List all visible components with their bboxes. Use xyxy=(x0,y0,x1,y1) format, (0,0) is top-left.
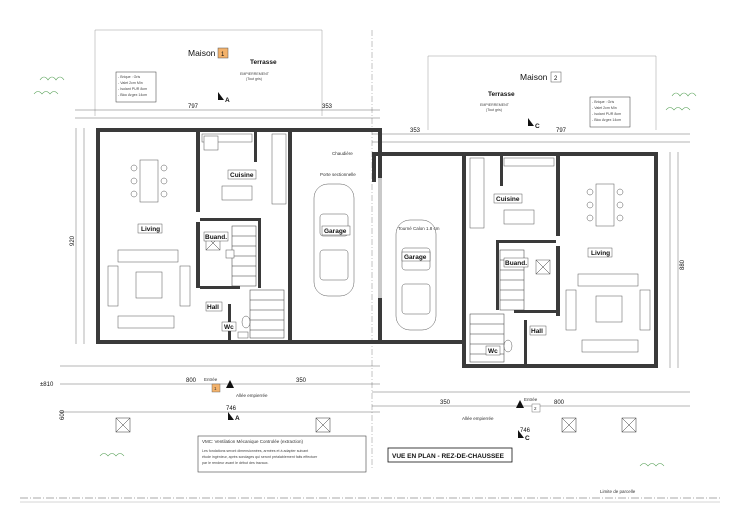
entrance-2-label: Entrée xyxy=(524,397,538,402)
house-2-spec-3: - Isolant PUR 8cm xyxy=(592,112,621,116)
house-2-number-box xyxy=(550,71,562,83)
parcel-limit: Limite de parcelle xyxy=(20,489,720,503)
entrance-1-label: Entrée xyxy=(204,377,218,382)
house-1-name: Maison xyxy=(188,48,216,58)
arrow-up-icon xyxy=(516,400,524,408)
hedge-plantings xyxy=(33,76,697,467)
house-2-name: Maison xyxy=(520,72,548,82)
entrance-2: Entrée 2 xyxy=(516,397,541,413)
terrace-house-2: Maison 2 Terrasse EMPIERREMENT (Tout gri… xyxy=(427,55,657,130)
dim-h1-depth: 920 xyxy=(70,235,76,246)
house-2-spec-2: - Valet 2cm Min xyxy=(592,106,617,110)
terrace-house-1: Maison 1 Terrasse EMPIERREMENT (Tout gri… xyxy=(94,29,323,116)
dim-h2-top-left: 353 xyxy=(410,128,421,134)
house-1-room-hall: Hall xyxy=(207,304,219,311)
arrow-up-icon xyxy=(226,380,234,388)
house-2-garage-note: Tourné Calon 1.8 cm xyxy=(398,226,440,231)
dim-total-746-b: 746 xyxy=(520,428,531,434)
entrance-2-number: 2 xyxy=(534,406,537,411)
house-2-room-garage: Garage xyxy=(404,254,427,261)
house-2-terrace-label: Terrasse xyxy=(488,91,515,98)
house-2-room-cuisine: Cuisine xyxy=(496,196,520,203)
house-2-room-buanderie: Buand. xyxy=(505,260,527,267)
house-1-number-box xyxy=(217,47,229,59)
dim-bottom-c: 350 xyxy=(440,400,451,406)
house-2-spec-1: - Brique : Gris xyxy=(592,100,614,104)
house-1-terrace-note-2: (Tout gris) xyxy=(246,77,262,81)
car-icon-house-1 xyxy=(313,183,355,297)
dim-h1-top-right: 353 xyxy=(322,104,333,110)
house-1-plan: Porte sectionnelle Chaudière Living Cuis… xyxy=(70,128,382,344)
dim-h2-depth: 880 xyxy=(680,259,686,270)
house-1-spec-3: - Isolant PUR 8cm xyxy=(118,87,147,91)
drawing-title: VUE EN PLAN - REZ-DE-CHAUSSEE xyxy=(392,453,505,460)
foundation-note-1: Les fondations seront dimensionnées, arm… xyxy=(202,449,308,453)
top-dimensions: 797 353 353 797 xyxy=(75,104,690,143)
vmc-note: VMC: Ventilation Mécanique Controlée (ex… xyxy=(202,439,304,444)
house-1-boiler-label: Chaudière xyxy=(332,151,353,156)
section-mark-c-bottom: C xyxy=(525,435,530,442)
dim-h2-top-right: 797 xyxy=(556,128,567,134)
house-1-terrace-note-1: EMPIERREMENT xyxy=(240,72,270,76)
house-1-room-living: Living xyxy=(141,226,160,233)
house-2-terrace-note-1: EMPIERREMENT xyxy=(480,103,510,107)
walkway-label-1: Allée empierrée xyxy=(236,393,268,398)
house-1-garage-door-note: Porte sectionnelle xyxy=(320,172,356,177)
house-1-spec-4: - Bloc Argex 14cm xyxy=(118,93,147,97)
dim-bottom-b: 350 xyxy=(296,378,307,384)
house-2-room-wc: Wc xyxy=(488,348,498,355)
section-mark-a-top: A xyxy=(225,97,230,104)
dim-left-offset: ±810 xyxy=(40,382,54,388)
dim-h1-top-left: 797 xyxy=(188,104,199,110)
house-2-terrace-note-2: (Tout gris) xyxy=(486,108,502,112)
house-2-wall-spec-box xyxy=(589,96,631,128)
house-1-wall-spec-box xyxy=(115,71,157,103)
foundation-note-3: par le rendeur avant le début des travau… xyxy=(202,461,269,465)
house-1-room-garage: Garage xyxy=(324,228,347,235)
house-2-room-living: Living xyxy=(591,250,610,257)
house-2-spec-4: - Bloc Argex 14cm xyxy=(592,118,621,122)
entrance-1-number: 1 xyxy=(214,386,217,391)
house-2-number: 2 xyxy=(554,76,558,82)
house-1-room-buanderie: Buand. xyxy=(205,234,227,241)
house-1-spec-2: - Valet 2cm Min xyxy=(118,81,143,85)
entrance-1: Entrée 1 xyxy=(204,377,234,393)
walkway-label-2: Allée empierrée xyxy=(462,416,494,421)
house-2-room-hall: Hall xyxy=(531,328,543,335)
house-2-plan: Tourné Calon 1.8 cm Living Cuisine Buand… xyxy=(372,152,686,368)
house-1-number: 1 xyxy=(221,52,225,58)
car-icon-house-2 xyxy=(395,219,437,331)
dim-total-746-a: 746 xyxy=(226,406,237,412)
pillar-markers xyxy=(115,417,637,433)
dim-bottom-d: 800 xyxy=(554,400,565,406)
notes-box: VMC: Ventilation Mécanique Controlée (ex… xyxy=(197,435,367,473)
section-marks: A A C C xyxy=(218,92,540,442)
bottom-dimensions: ±810 800 350 350 800 600 746 746 Allée e… xyxy=(40,365,690,434)
dim-side-600: 600 xyxy=(60,409,66,420)
house-1-room-wc: Wc xyxy=(224,324,234,331)
house-1-room-cuisine: Cuisine xyxy=(230,172,254,179)
section-mark-a-bottom: A xyxy=(235,415,240,422)
house-1-terrace-label: Terrasse xyxy=(250,59,277,66)
title-block: VUE EN PLAN - REZ-DE-CHAUSSEE xyxy=(387,447,513,463)
foundation-note-2: étude ingénieur, après sondages qui sero… xyxy=(202,455,318,459)
house-1-spec-1: - Brique : Gris xyxy=(118,75,140,79)
parcel-limit-label: Limite de parcelle xyxy=(600,489,636,494)
dim-bottom-a: 800 xyxy=(186,378,197,384)
section-mark-c-top: C xyxy=(535,123,540,130)
